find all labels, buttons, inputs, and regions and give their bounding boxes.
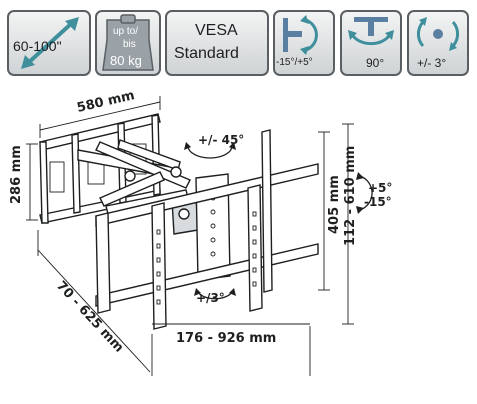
level-adjust-label: +/3°	[196, 291, 225, 305]
weight-line3: 80 kg	[110, 53, 142, 68]
vesa-badge: VESA Standard	[165, 10, 269, 76]
weight-badge: up to/ bis 80 kg	[95, 10, 161, 76]
vesa-line1: VESA	[195, 22, 238, 39]
rotation-badge: +/- 3°	[407, 10, 469, 76]
swivel-angle-label: +/- 45°	[198, 133, 244, 147]
width-top-label: 580 mm	[76, 88, 137, 116]
swing-arms	[77, 139, 199, 235]
tilt-up-label: +5°	[368, 181, 392, 195]
screen-size-label: 60-100"	[13, 38, 62, 54]
feature-icon-strip: 60-100" up to/ bis 80 kg VESA Standard -…	[0, 0, 477, 80]
weight-line2: bis	[123, 39, 136, 50]
swivel-label: 90°	[366, 56, 385, 70]
swivel-badge: 90°	[340, 10, 402, 76]
width-bottom-label: 176 - 926 mm	[176, 331, 276, 346]
dimension-lines	[26, 96, 354, 376]
height-vesa-label: 112 - 610 mm	[343, 146, 358, 246]
mount-dimension-drawing: 580 mm 286 mm 70 - 625 mm 176 - 926 mm 4…	[9, 88, 392, 376]
swivel-icon	[348, 17, 394, 46]
screen-size-badge: 60-100"	[7, 10, 91, 76]
tilt-down-label: -15°	[364, 195, 392, 209]
height-left-label: 286 mm	[9, 145, 24, 204]
height-right-label: 405 mm	[327, 175, 342, 234]
vesa-line2: Standard	[174, 45, 239, 62]
weight-icon	[102, 14, 154, 71]
weight-line1: up to/	[113, 26, 139, 37]
rotation-icon	[416, 17, 460, 51]
angle-arcs	[184, 142, 373, 300]
rotation-label: +/- 3°	[417, 56, 447, 70]
vertical-brackets	[95, 129, 273, 330]
depth-label: 70 - 625 mm	[53, 278, 126, 355]
tilt-badge: -15°/+5°	[273, 10, 335, 76]
bracket-hole-row	[156, 211, 257, 305]
tilt-icon	[283, 15, 318, 55]
tilt-label: -15°/+5°	[276, 57, 313, 68]
diagonal-arrow-icon	[21, 17, 79, 69]
